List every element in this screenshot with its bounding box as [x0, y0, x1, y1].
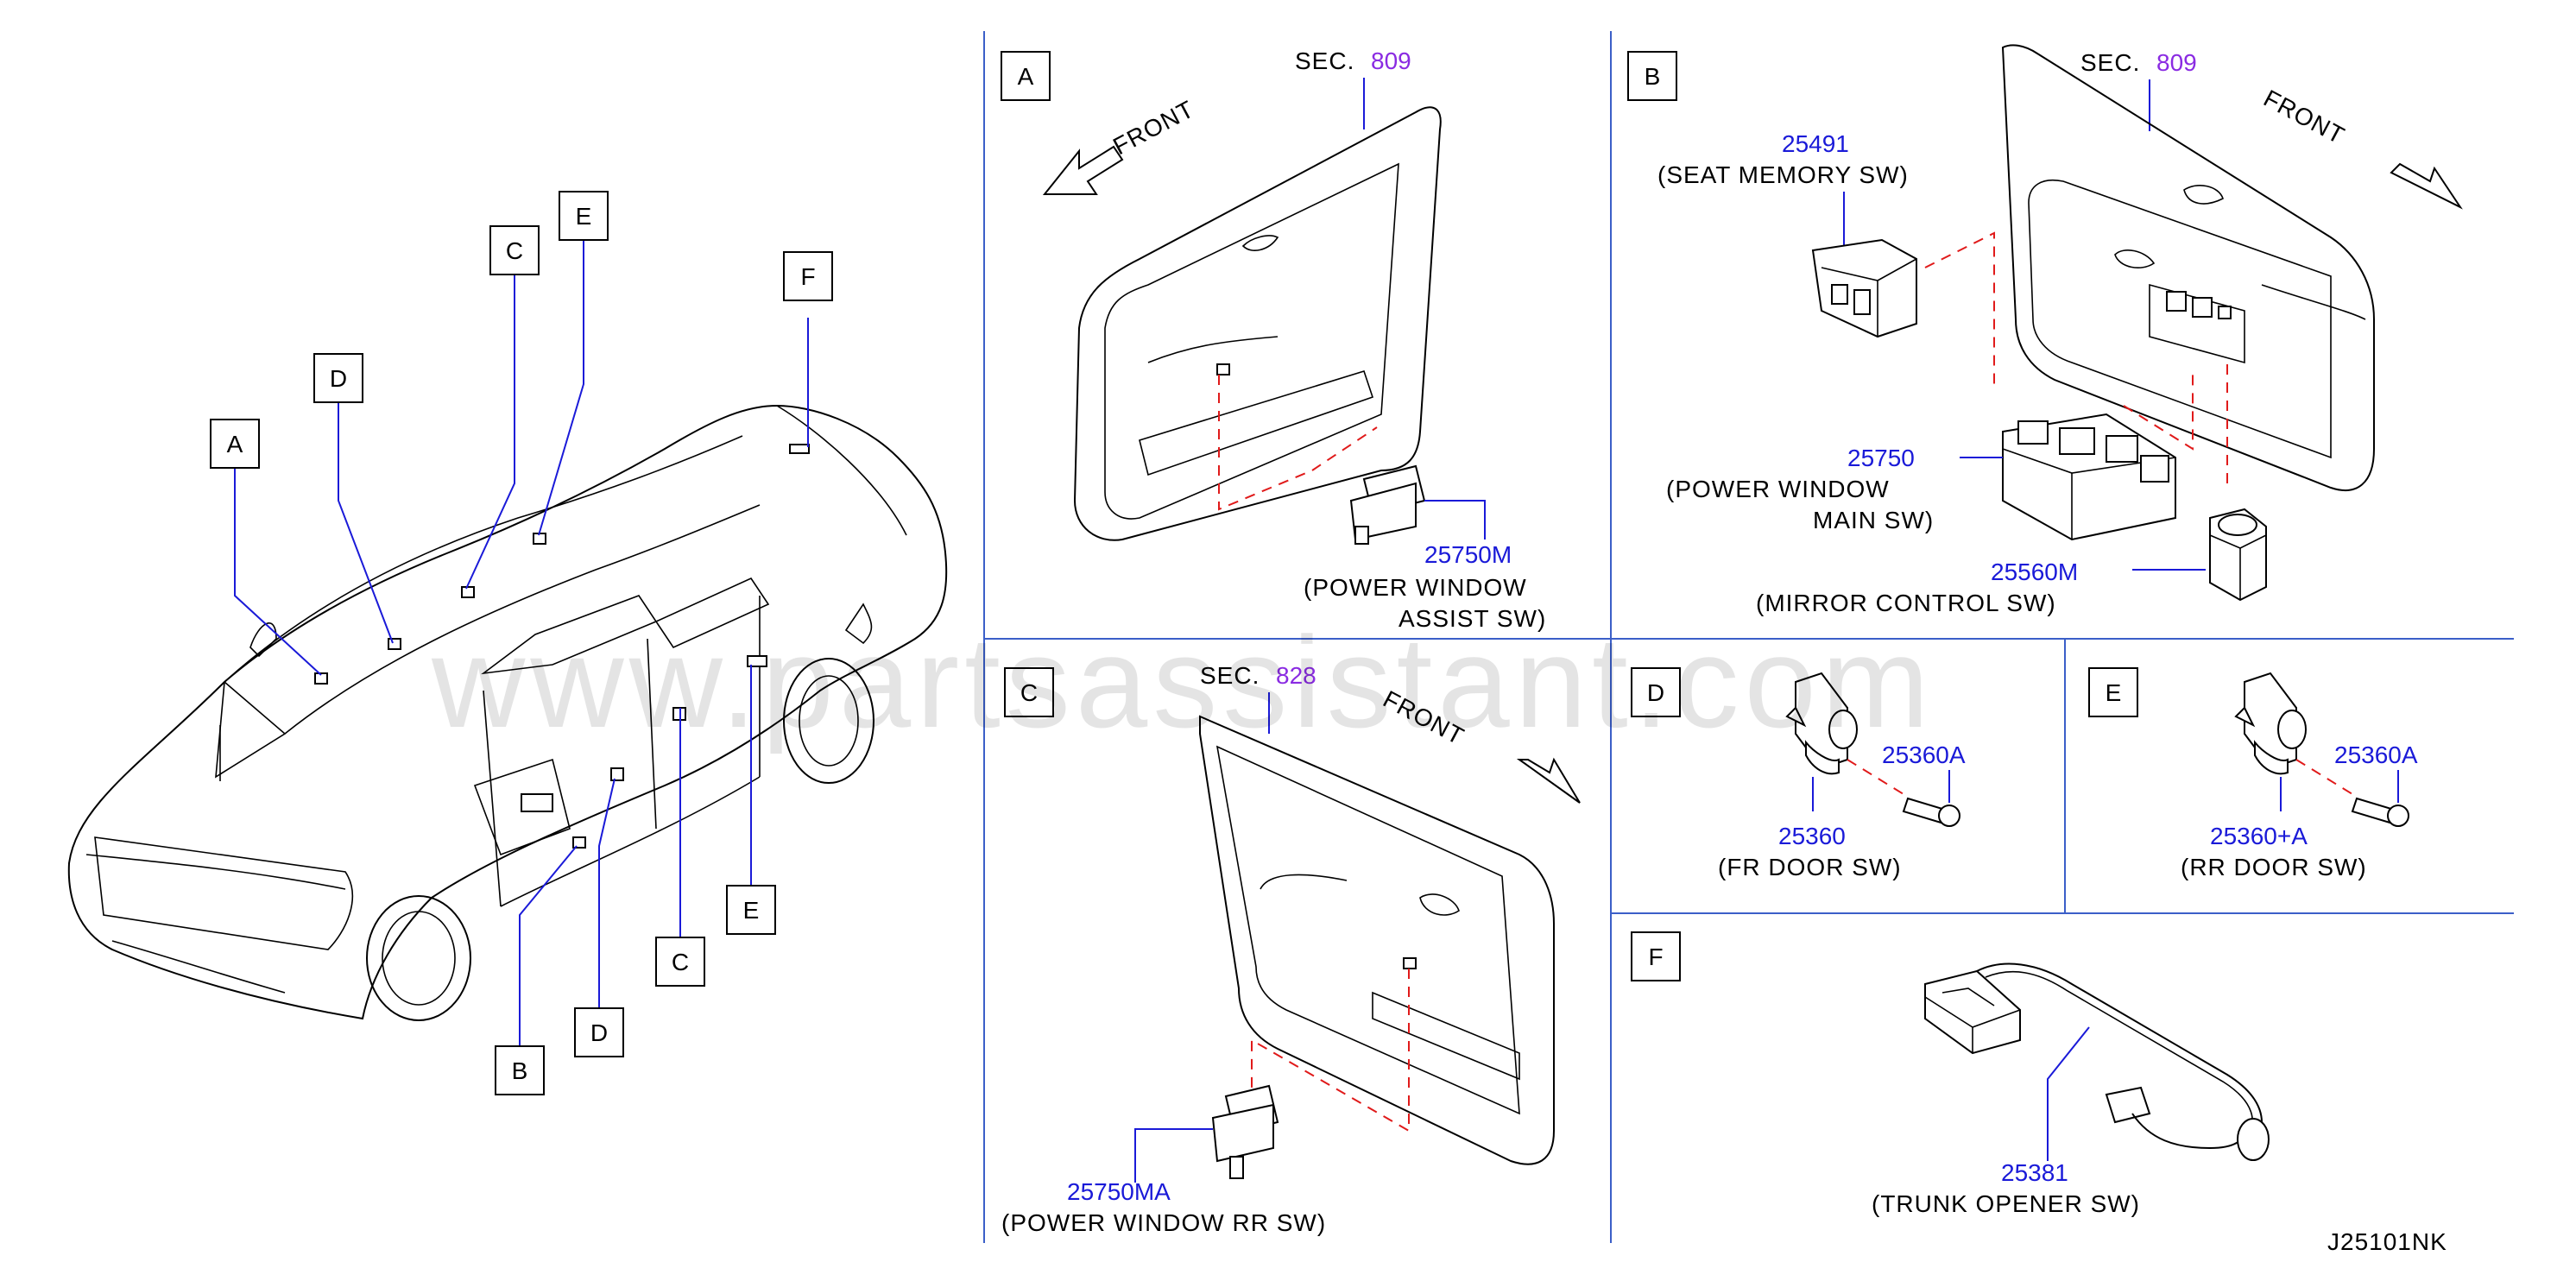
panel-f-letter: F — [1648, 943, 1663, 970]
panel-a: A SEC. 809 FRONT 25750M (POWER WINDOW AS… — [1001, 47, 1546, 632]
overview-callouts: A B C D E F D C E — [210, 191, 833, 1095]
panel-e-letter-box — [2088, 667, 2138, 717]
callout-c-bottom: C — [672, 949, 689, 975]
main-switch-desc-line1: (POWER WINDOW — [1666, 476, 1890, 502]
callout-d-bottom: D — [590, 1019, 608, 1046]
panel-d-letter: D — [1647, 679, 1664, 706]
watermark: www.partsassistant.com — [431, 609, 1935, 754]
seat-memory-switch — [1811, 238, 1917, 338]
front-arrow-b: FRONT — [2259, 85, 2463, 210]
panel-e-screw-part-number: 25360A — [2334, 741, 2418, 768]
seat-memory-desc: (SEAT MEMORY SW) — [1657, 161, 1909, 188]
panel-e-desc: (RR DOOR SW) — [2181, 854, 2367, 880]
front-label-b: FRONT — [2259, 85, 2349, 149]
panel-b-letter: B — [1645, 63, 1661, 90]
panel-a-desc-line1: (POWER WINDOW — [1304, 574, 1527, 601]
callout-e-bottom: E — [743, 897, 760, 924]
panel-a-desc-line2: ASSIST SW) — [1398, 605, 1546, 632]
main-switch-desc-line2: MAIN SW) — [1813, 507, 1934, 533]
mirror-switch-part-number: 25560M — [1991, 558, 2078, 585]
fr-door-switch — [1785, 672, 1858, 775]
panel-c-letter-box — [1004, 667, 1054, 717]
panel-c-sec-prefix: SEC. — [1200, 662, 1260, 689]
panel-c-part-number: 25750MA — [1067, 1178, 1171, 1205]
panel-c-desc: (POWER WINDOW RR SW) — [1001, 1209, 1326, 1236]
callout-box-e-bottom — [726, 885, 776, 935]
callout-f: F — [800, 263, 815, 290]
callout-a: A — [227, 431, 243, 458]
panel-b-sec-prefix: SEC. — [2080, 49, 2140, 76]
panel-dividers — [983, 31, 2514, 1243]
panel-c-sec-num: 828 — [1276, 662, 1316, 689]
callout-box-c-top — [489, 225, 540, 275]
front-label-a: FRONT — [1108, 95, 1198, 160]
panel-b: B SEC. 809 FRONT 25491 (SEAT MEMORY SW) — [1627, 44, 2463, 616]
callout-box-c-bottom — [655, 937, 705, 987]
panel-a-sec-prefix: SEC. — [1295, 47, 1354, 74]
callout-box-a — [210, 419, 260, 469]
panel-b-letter-box — [1627, 51, 1677, 101]
panel-d: D 25360A 25360 (FR DOOR SW) — [1631, 667, 1966, 880]
panel-a-part-number: 25750M — [1424, 541, 1512, 568]
seat-memory-part-number: 25491 — [1782, 130, 1849, 157]
main-switch-part-number: 25750 — [1847, 445, 1915, 471]
callout-box-b — [495, 1045, 545, 1095]
callout-box-d-top — [313, 353, 363, 403]
callout-box-f — [783, 251, 833, 301]
panel-d-screw-part-number: 25360A — [1882, 741, 1966, 768]
car-overview — [67, 404, 948, 1021]
callout-d-top: D — [330, 365, 347, 392]
panel-f-part-number: 25381 — [2001, 1159, 2068, 1186]
panel-f: F 25381 (TRUNK OPENER SW) — [1631, 931, 2270, 1217]
trunk-opener-switch — [1924, 962, 2270, 1161]
panel-b-sec-num: 809 — [2156, 49, 2197, 76]
callout-b: B — [512, 1057, 528, 1084]
callout-box-e-top — [559, 191, 609, 241]
rr-door-screw — [2351, 797, 2409, 827]
panel-c-letter: C — [1020, 679, 1038, 706]
panel-a-letter: A — [1018, 63, 1034, 90]
panel-a-letter-box — [1001, 51, 1051, 101]
panel-d-desc: (FR DOOR SW) — [1718, 854, 1902, 880]
mirror-switch-desc: (MIRROR CONTROL SW) — [1756, 590, 2056, 616]
power-window-assist-switch — [1349, 464, 1426, 545]
fr-door-screw — [1902, 797, 1960, 827]
panel-d-switch-part-number: 25360 — [1778, 823, 1846, 849]
panel-d-letter-box — [1631, 667, 1681, 717]
callout-e-top: E — [576, 203, 592, 230]
callout-c-top: C — [506, 237, 523, 264]
front-arrow-a: FRONT — [1042, 95, 1198, 195]
panel-e-letter: E — [2106, 679, 2122, 706]
power-window-main-switch — [2002, 413, 2176, 541]
diagram-code: J25101NK — [2327, 1228, 2447, 1255]
panel-e-switch-part-number: 25360+A — [2210, 823, 2308, 849]
power-window-rr-switch — [1211, 1084, 1279, 1179]
rr-door-switch — [2234, 672, 2307, 775]
panel-e: E 25360A 25360+A (RR DOOR SW) — [2088, 667, 2418, 880]
callout-box-d-bottom — [574, 1007, 624, 1057]
panel-f-letter-box — [1631, 931, 1681, 981]
panel-a-sec-num: 809 — [1371, 47, 1411, 74]
mirror-control-switch — [2209, 508, 2267, 602]
panel-f-desc: (TRUNK OPENER SW) — [1872, 1190, 2140, 1217]
overview-leaders — [234, 240, 809, 1095]
